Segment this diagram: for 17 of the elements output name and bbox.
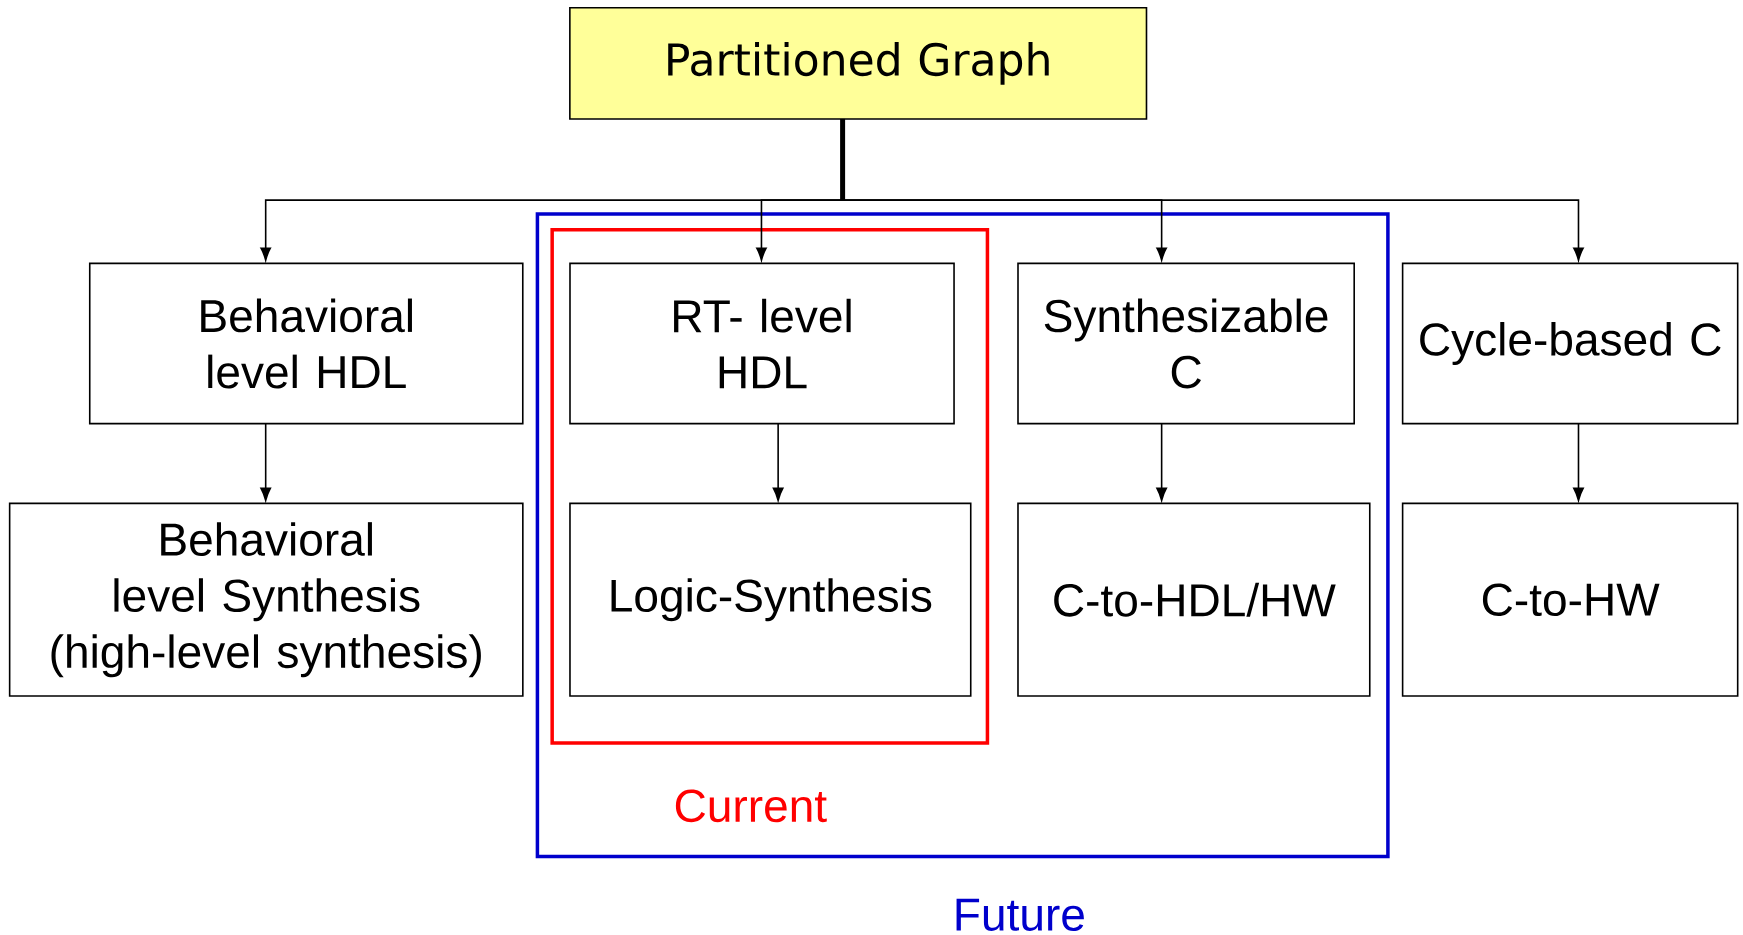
- process-box: Behavioral level HDL: [88, 262, 524, 425]
- group-label: Current: [675, 789, 827, 823]
- process-box: Synthesizable C: [1017, 262, 1355, 425]
- trunk-line: [840, 119, 846, 201]
- arrow: [772, 422, 784, 502]
- process-box: C-to-HDL/HW: [1017, 502, 1371, 697]
- process-box: C-to-HW: [1401, 502, 1739, 697]
- process-box: Behavioral level Synthesis (high-level synthesis): [8, 502, 524, 697]
- title-box: Partitioned Graph: [569, 7, 1148, 120]
- process-box: Cycle-based C: [1401, 262, 1739, 425]
- process-box: RT- level HDL: [569, 262, 955, 425]
- arrow: [1573, 422, 1584, 502]
- arrow: [260, 422, 272, 502]
- arrow: [841, 118, 1584, 262]
- arrow: [1156, 422, 1168, 502]
- process-box: Logic-Synthesis: [569, 502, 972, 697]
- group-label: Future: [956, 898, 1084, 931]
